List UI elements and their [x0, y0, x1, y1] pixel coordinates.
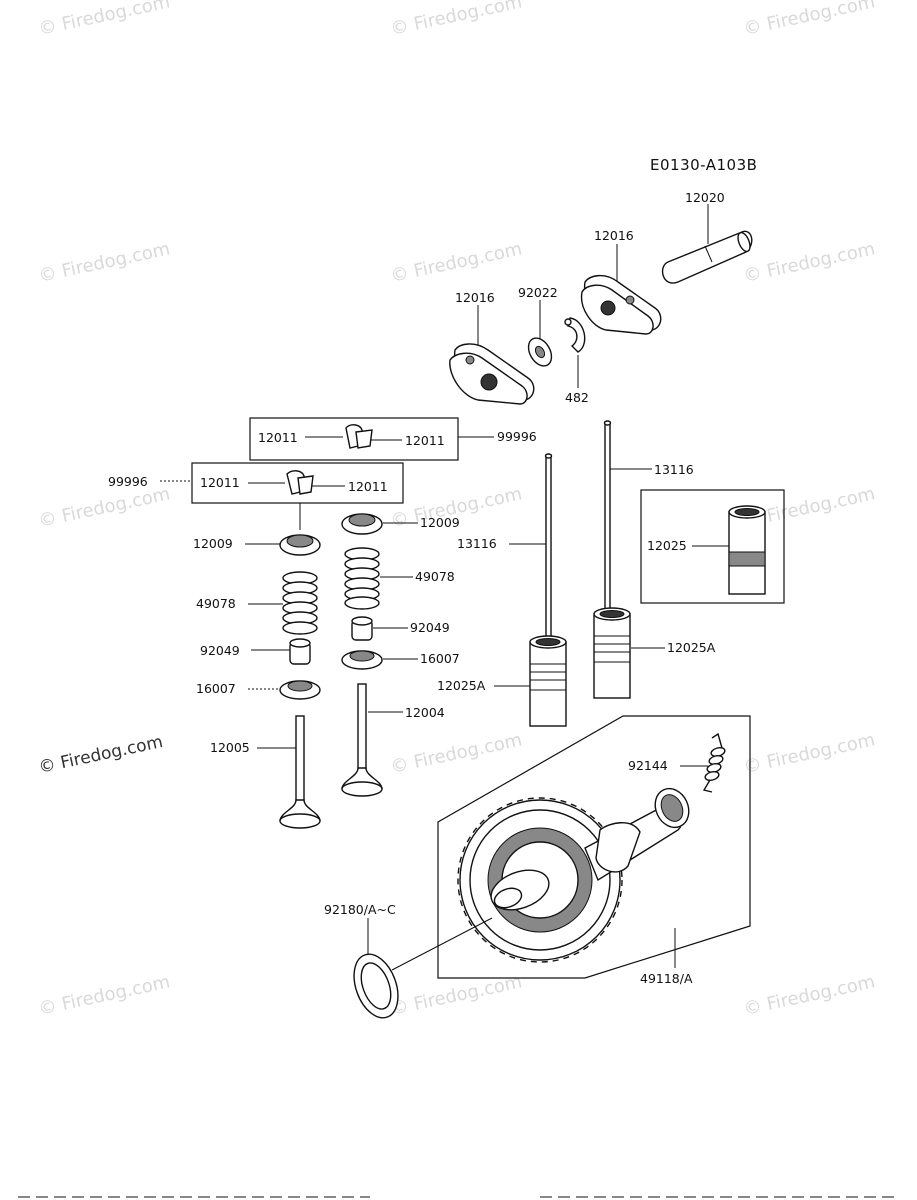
circlip-482 [564, 317, 586, 388]
callout-box-upper [249, 417, 459, 461]
valve-collet-12011-upper [345, 424, 373, 449]
watermark: © Firedog.com [37, 972, 172, 1020]
shim-92180 [353, 953, 399, 1019]
valve-12005 [279, 715, 321, 829]
tappet-12025A-right [593, 607, 631, 699]
watermark: © Firedog.com [37, 484, 172, 532]
part-label-12011-upper-left: 12011 [258, 430, 298, 445]
watermark: © Firedog.com [37, 239, 172, 287]
part-label-12005: 12005 [210, 740, 250, 755]
part-label-16007-right: 16007 [420, 651, 460, 666]
part-label-92049-right: 92049 [410, 620, 450, 635]
part-label-12016-left: 12016 [455, 290, 495, 305]
spring-seat-16007-right [341, 650, 383, 670]
part-label-92180: 92180/A~C [324, 902, 396, 917]
part-label-12004: 12004 [405, 705, 445, 720]
part-label-49078-left: 49078 [196, 596, 236, 611]
part-label-12011-lower-right: 12011 [348, 479, 388, 494]
valve-spring-49078-right [344, 547, 380, 610]
part-label-12025A-left: 12025A [437, 678, 486, 693]
part-label-92049-left: 92049 [200, 643, 240, 658]
spring-92144 [702, 732, 726, 793]
watermark: © Firedog.com [742, 0, 877, 40]
part-label-12009-left: 12009 [193, 536, 233, 551]
push-rod-13116-left [544, 453, 553, 638]
part-label-12011-lower-left: 12011 [200, 475, 240, 490]
part-label-99996-upper: 99996 [497, 429, 537, 444]
part-label-13116-right: 13116 [654, 462, 694, 477]
watermark: © Firedog.com [389, 730, 524, 778]
tappet-12025 [728, 505, 766, 595]
rocker-shaft-12020 [661, 204, 753, 284]
spring-retainer-12009-left [279, 534, 321, 556]
stem-seal-92049-right [351, 616, 373, 641]
part-label-12016-right: 12016 [594, 228, 634, 243]
part-label-49078-right: 49078 [415, 569, 455, 584]
valve-spring-49078-left [282, 571, 318, 635]
valve-collet-12011-lower [286, 470, 314, 495]
stem-seal-92049-left [289, 638, 311, 665]
callout-box-lower [191, 462, 404, 504]
part-label-16007-left: 16007 [196, 681, 236, 696]
part-label-92144: 92144 [628, 758, 668, 773]
valve-12004 [341, 683, 383, 797]
rocker-arm-12016-left [449, 305, 535, 405]
watermark-dark: © Firedog.com [37, 732, 165, 778]
part-label-12025A-right: 12025A [667, 640, 716, 655]
cam-gear-49118 [457, 787, 690, 963]
washer-92022 [527, 300, 553, 367]
part-label-12020: 12020 [685, 190, 725, 205]
tappet-12025A-left [529, 635, 567, 727]
spring-seat-16007-left [279, 680, 321, 700]
watermark: © Firedog.com [742, 239, 877, 287]
callout-box-12025 [640, 489, 785, 604]
watermark: © Firedog.com [389, 0, 524, 40]
part-label-49118A: 49118/A [640, 971, 693, 986]
part-label-13116-left: 13116 [457, 536, 497, 551]
watermark: © Firedog.com [742, 972, 877, 1020]
watermark: © Firedog.com [389, 972, 524, 1020]
watermark: © Firedog.com [742, 730, 877, 778]
watermark: © Firedog.com [389, 239, 524, 287]
watermark: © Firedog.com [37, 0, 172, 40]
push-rod-13116-right [603, 420, 612, 615]
callout-box-camshaft [437, 715, 751, 979]
spring-retainer-12009-right [341, 513, 383, 535]
part-label-92022: 92022 [518, 285, 558, 300]
part-label-482: 482 [565, 390, 589, 405]
part-label-99996-lower: 99996 [108, 474, 148, 489]
part-label-12025: 12025 [647, 538, 687, 553]
diagram-code: E0130-A103B [650, 156, 757, 174]
rocker-arm-12016-right [580, 244, 662, 335]
part-label-12009-right: 12009 [420, 515, 460, 530]
part-label-12011-upper-right: 12011 [405, 433, 445, 448]
